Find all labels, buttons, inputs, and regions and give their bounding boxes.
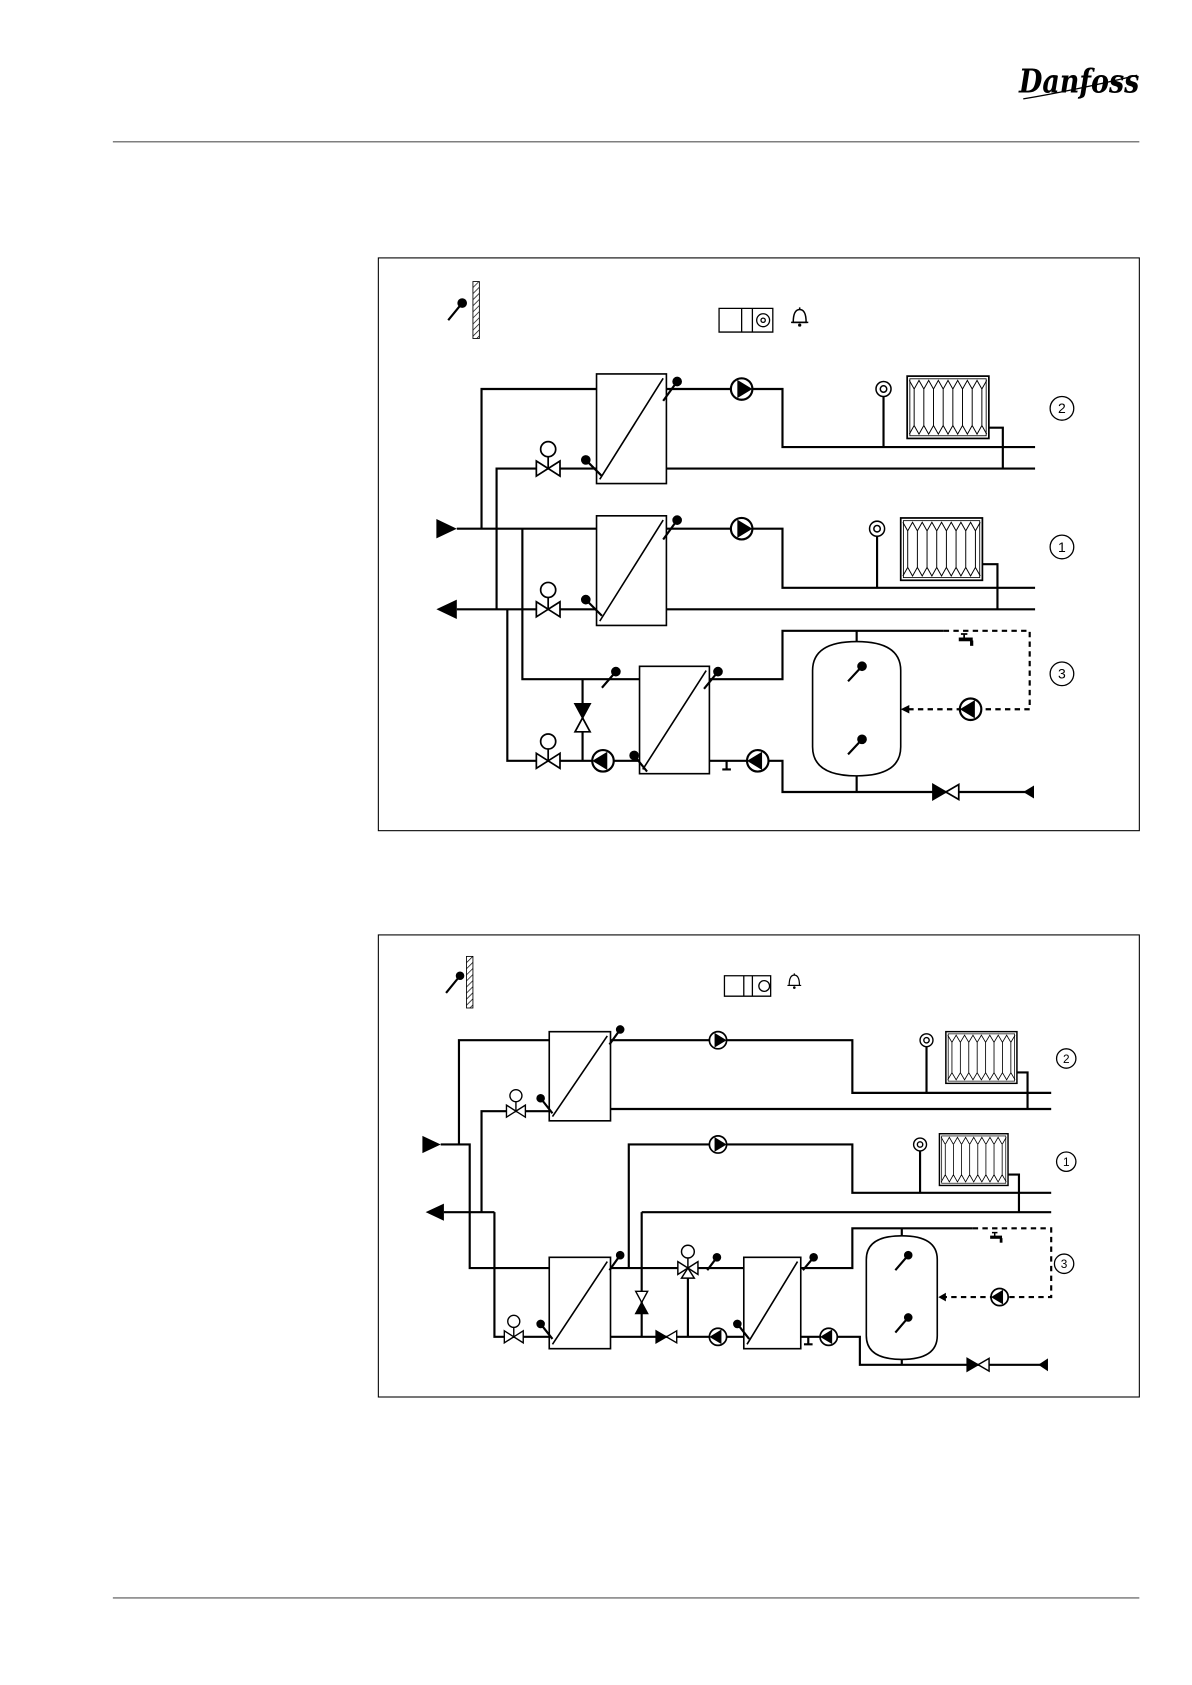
radiator-icon xyxy=(946,1032,1017,1084)
heat-exchanger-icon xyxy=(549,1257,610,1348)
pump-icon xyxy=(709,1032,726,1049)
tap-icon xyxy=(959,634,973,646)
primary-supply-arrow-icon xyxy=(422,1136,440,1153)
primary-return-arrow-icon xyxy=(426,1204,444,1221)
pump-icon xyxy=(709,1328,726,1345)
circuit-label-bottom: 3 xyxy=(1061,1257,1068,1271)
inlet-valve-icon xyxy=(933,784,959,799)
pump-icon xyxy=(731,518,752,539)
pump-icon xyxy=(592,750,613,771)
heat-exchanger-icon xyxy=(549,1032,610,1121)
circulation-pump-icon xyxy=(991,1288,1008,1305)
thermostatic-valve-icon xyxy=(876,381,891,396)
heat-exchanger-icon xyxy=(597,374,667,484)
radiator-icon xyxy=(907,376,989,438)
heat-exchanger-icon xyxy=(640,666,710,773)
heat-exchanger-icon xyxy=(597,516,667,626)
thermostatic-valve-icon xyxy=(914,1138,927,1151)
motorized-valve-icon xyxy=(536,734,560,768)
circulation-pipe-dashed xyxy=(908,631,1029,709)
pump-icon xyxy=(731,378,752,399)
temperature-sensor-icon xyxy=(602,668,620,688)
primary-return-arrow-icon xyxy=(436,600,456,619)
heat-exchanger-icon xyxy=(744,1257,801,1348)
thermostatic-valve-icon xyxy=(870,521,885,536)
circuit-label-bottom: 3 xyxy=(1058,666,1066,682)
circuit-label-top: 2 xyxy=(1063,1052,1070,1066)
inlet-valve-icon xyxy=(967,1358,989,1371)
controller-icon xyxy=(724,976,770,996)
outdoor-wall-icon xyxy=(466,956,472,1008)
check-valve-icon xyxy=(575,704,590,732)
tap-icon xyxy=(990,1233,1002,1243)
primary-supply-arrow-icon xyxy=(436,519,456,538)
alarm-bell-icon xyxy=(787,973,801,988)
motorized-valve-icon xyxy=(506,1090,525,1118)
thermostatic-valve-icon xyxy=(920,1034,933,1047)
motorized-valve-icon xyxy=(536,442,560,476)
radiator-icon xyxy=(939,1134,1008,1186)
check-valve-icon xyxy=(636,1291,648,1313)
circuit-label-middle: 1 xyxy=(1063,1155,1070,1169)
pump-icon xyxy=(820,1328,837,1345)
outdoor-wall-icon xyxy=(473,282,479,339)
pump-icon xyxy=(709,1136,726,1153)
valve-icon xyxy=(656,1331,677,1343)
mixing-pipes xyxy=(611,1268,744,1337)
outdoor-temperature-sensor-icon xyxy=(446,973,463,993)
motorized-valve-icon xyxy=(504,1315,523,1343)
pump-icon xyxy=(747,750,768,771)
circulation-arrow-icon xyxy=(901,705,910,714)
temperature-sensor-icon xyxy=(609,1026,623,1044)
radiator-icon xyxy=(901,518,983,580)
circuit-label-middle: 1 xyxy=(1058,539,1066,555)
alarm-bell-icon xyxy=(791,307,808,326)
motorized-valve-icon xyxy=(536,582,560,616)
storage-tank-icon xyxy=(813,642,901,776)
primary-pipes xyxy=(441,1040,550,1337)
diagram-1-frame xyxy=(378,258,1139,831)
controller-icon xyxy=(719,308,773,332)
outdoor-temperature-sensor-icon xyxy=(448,299,466,320)
circulation-pump-icon xyxy=(960,699,981,720)
circulation-arrow-icon xyxy=(938,1293,946,1302)
cold-water-inlet-arrow-icon xyxy=(1038,1358,1048,1371)
cold-water-inlet-arrow-icon xyxy=(1023,786,1034,799)
danfoss-logo: Danfoss xyxy=(1018,62,1139,100)
three-way-valve-icon xyxy=(678,1245,698,1278)
storage-tank-icon xyxy=(866,1236,937,1360)
circuit-label-top: 2 xyxy=(1058,400,1066,416)
